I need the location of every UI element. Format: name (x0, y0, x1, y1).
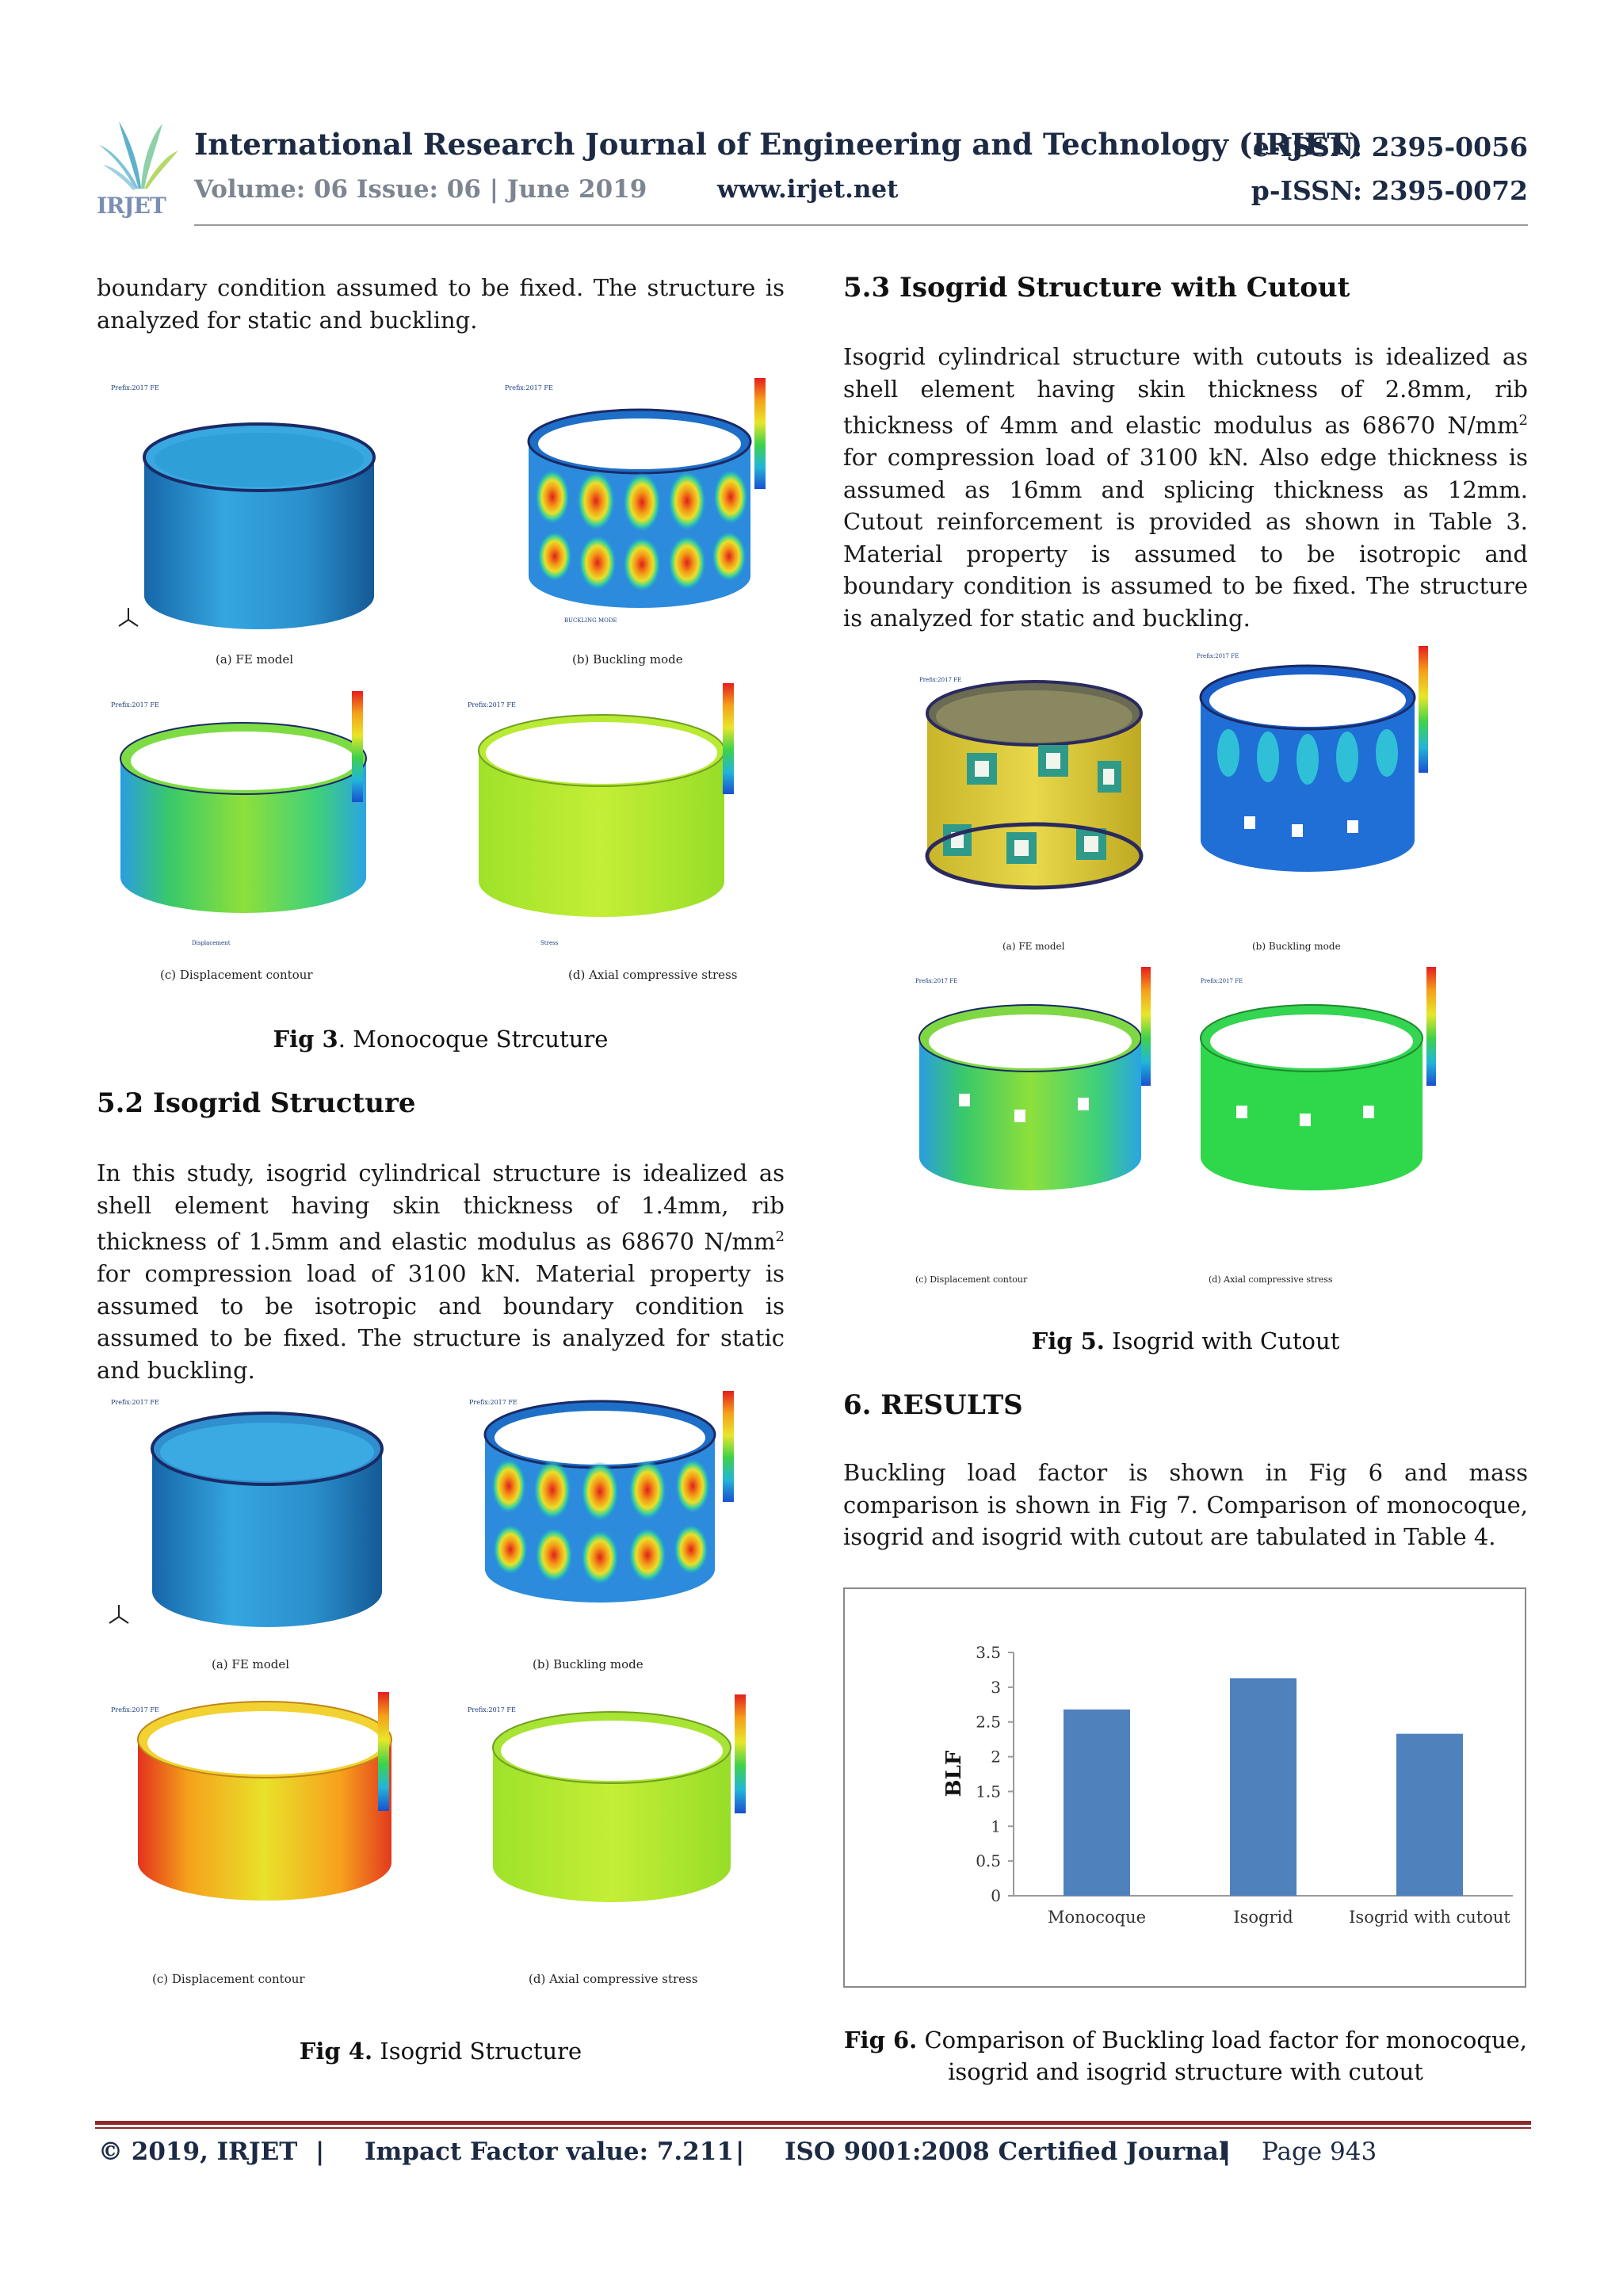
svg-text:Prefix:2017 FE: Prefix:2017 FE (111, 1399, 159, 1406)
svg-text:Displacement: Displacement (192, 940, 231, 946)
fig3-label-c: (c) Displacement contour (160, 968, 313, 982)
y-tick-label: 0 (991, 1886, 1001, 1905)
svg-text:Prefix:2017 FE: Prefix:2017 FE (469, 1399, 517, 1406)
footer-separator: | (1222, 2137, 1232, 2166)
journal-title: International Research Journal of Engine… (194, 127, 1363, 162)
fe-model-cylinder: Prefix:2017 FE (109, 1399, 384, 1627)
blf-bar-chart: BLF 0 0.5 1 1.5 2 2.5 3 3.5 Monocoque Isogrid Iso… (843, 1587, 1526, 1988)
fig4-caption: Fig 4. Isogrid Structure (299, 2038, 582, 2065)
footer-rule-thick (95, 2121, 1531, 2125)
buckling-mode-cylinder: Prefix:2017 FE (469, 1391, 734, 1603)
page-header: IRJET International Research Journal of … (95, 111, 1528, 230)
buckling-mode-cylinder: Prefix:2017 FE BUCKLING MODE (505, 378, 766, 624)
fig4-label-d: (d) Axial compressive stress (529, 1972, 697, 1986)
fig5-label-a: (a) FE model (1002, 941, 1065, 952)
axial-stress-cylinder: Prefix:2017 FE (1200, 967, 1436, 1190)
fig3-label-d: (d) Axial compressive stress (568, 968, 737, 982)
fig3-label-a: (a) FE model (216, 652, 293, 667)
section-5-3-heading: 5.3 Isogrid Structure with Cutout (843, 272, 1350, 304)
svg-text:Prefix:2017 FE: Prefix:2017 FE (505, 384, 553, 392)
axial-stress-cylinder: Prefix:2017 FE Stress (468, 683, 734, 946)
bar-isogrid-with-cutout (1396, 1733, 1463, 1896)
y-tick-label: 3 (991, 1678, 1001, 1697)
figure-3-monocoque: Prefix:2017 FE (a) FE model Prefix:2017 … (97, 366, 786, 992)
fig5-label-c: (c) Displacement contour (915, 1274, 1028, 1285)
p-issn: p-ISSN: 2395-0072 (1251, 175, 1528, 206)
section-6-paragraph: Buckling load factor is shown in Fig 6 a… (843, 1459, 1528, 1550)
fig4-label-b: (b) Buckling mode (533, 1657, 643, 1671)
header-divider (194, 224, 1528, 226)
svg-text:Stress: Stress (540, 940, 559, 946)
footer-separator: | (735, 2137, 745, 2166)
y-tick-label: 0.5 (976, 1851, 1001, 1870)
logo-text: IRJET (97, 193, 166, 219)
displacement-contour-cylinder: Prefix:2017 FE (915, 967, 1151, 1190)
y-tick-label: 2 (991, 1748, 1001, 1767)
fig6-caption: Fig 6. Comparison of Buckling load facto… (843, 2027, 1528, 2085)
fe-model-cylinder: Prefix:2017 FE (919, 677, 1144, 890)
intro-paragraph: boundary condition assumed to be fixed. … (97, 274, 785, 334)
section-5-3-paragraph: Isogrid cylindrical structure with cutou… (843, 343, 1528, 632)
bar-monocoque (1064, 1709, 1130, 1896)
footer-iso: ISO 9001:2008 Certified Journal (785, 2137, 1228, 2166)
buckling-mode-cylinder: Prefix:2017 FE (1197, 646, 1428, 872)
y-tick-label: 3.5 (976, 1643, 1001, 1662)
fig5-label-d: (d) Axial compressive stress (1209, 1274, 1333, 1285)
section-6-heading: 6. RESULTS (843, 1389, 1023, 1421)
section-5-2-paragraph: In this study, isogrid cylindrical struc… (97, 1159, 785, 1384)
x-category-label: Isogrid (1233, 1908, 1293, 1927)
journal-website[interactable]: www.irjet.net (717, 175, 899, 204)
svg-text:Prefix:2017 FE: Prefix:2017 FE (1197, 653, 1239, 659)
section-5-2-heading: 5.2 Isogrid Structure (97, 1087, 416, 1119)
footer-copyright: © 2019, IRJET (98, 2137, 298, 2166)
fe-model-cylinder: Prefix:2017 FE (111, 384, 376, 629)
fig3-caption: Fig 3. Monocoque Strcuture (273, 1026, 609, 1052)
svg-text:BUCKLING MODE: BUCKLING MODE (564, 617, 617, 624)
svg-text:Prefix:2017 FE: Prefix:2017 FE (1201, 978, 1243, 984)
fig5-label-b: (b) Buckling mode (1252, 941, 1341, 952)
fig4-label-a: (a) FE model (212, 1657, 289, 1671)
svg-text:Prefix:2017 FE: Prefix:2017 FE (111, 701, 159, 709)
svg-text:Prefix:2017 FE: Prefix:2017 FE (915, 978, 957, 984)
y-tick-label: 2.5 (976, 1713, 1001, 1732)
fig5-caption: Fig 5. Isogrid with Cutout (1031, 1328, 1340, 1354)
fig3-label-b: (b) Buckling mode (572, 652, 683, 667)
y-tick-label: 1 (991, 1817, 1001, 1836)
e-issn: e-ISSN: 2395-0056 (1252, 132, 1528, 162)
logo-leaf-icon (99, 121, 178, 190)
y-tick-label: 1.5 (976, 1782, 1001, 1801)
footer-rule-thin (95, 2127, 1531, 2129)
axial-stress-cylinder: Prefix:2017 FE (468, 1694, 746, 1902)
displacement-contour-cylinder: Prefix:2017 FE Displacement (111, 691, 367, 946)
footer-page-number: Page 943 (1262, 2137, 1377, 2166)
figure-5-isogrid-cutout: Prefix:2017 FE (a) FE model Prefix:2017 … (896, 634, 1482, 1292)
y-axis-label: BLF (942, 1750, 966, 1797)
footer-separator: | (315, 2137, 325, 2166)
fig4-label-c: (c) Displacement contour (152, 1972, 305, 1986)
x-category-label: Isogrid with cutout (1349, 1908, 1510, 1927)
footer-impact-factor: Impact Factor value: 7.211 (365, 2137, 734, 2166)
svg-text:Prefix:2017 FE: Prefix:2017 FE (468, 701, 516, 709)
figure-4-isogrid: Prefix:2017 FE (a) FE model Prefix:2017 … (97, 1379, 786, 2005)
x-category-label: Monocoque (1048, 1908, 1146, 1927)
svg-text:Prefix:2017 FE: Prefix:2017 FE (919, 677, 961, 683)
svg-text:Prefix:2017 FE: Prefix:2017 FE (111, 384, 159, 392)
displacement-contour-cylinder: Prefix:2017 FE (111, 1692, 392, 1901)
bar-isogrid (1230, 1678, 1296, 1896)
svg-text:Prefix:2017 FE: Prefix:2017 FE (111, 1706, 159, 1713)
svg-text:Prefix:2017 FE: Prefix:2017 FE (468, 1706, 516, 1713)
irjet-logo: IRJET (95, 117, 182, 219)
volume-issue: Volume: 06 Issue: 06 | June 2019 (194, 175, 647, 204)
